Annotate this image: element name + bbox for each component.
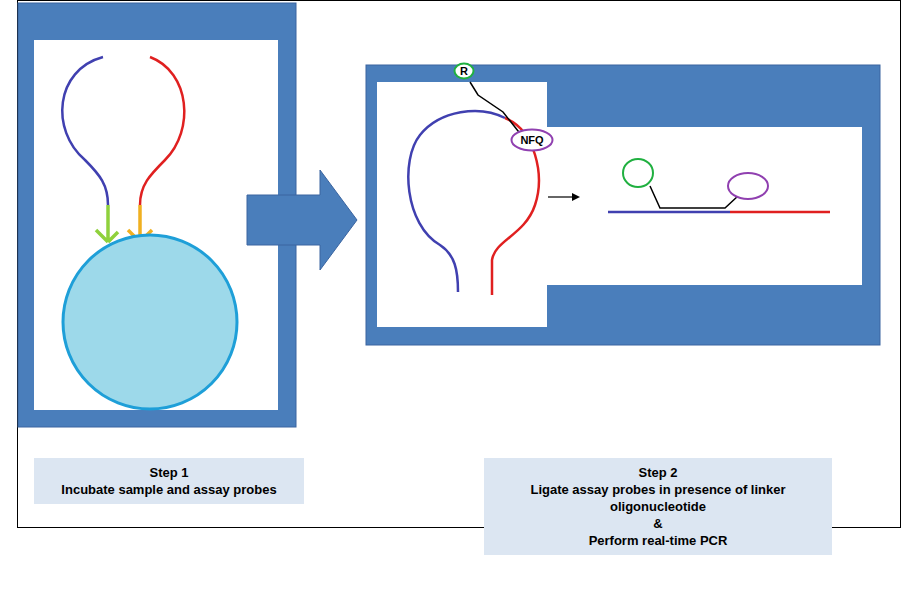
reporter-dye: R (453, 62, 475, 80)
quencher: NFQ (510, 128, 554, 152)
panel (366, 65, 880, 345)
body-text: Ligate assay probes in presence of linke… (494, 481, 822, 515)
heading: R (460, 65, 468, 77)
step-caption-box: Step 1Incubate sample and assay probes (34, 458, 304, 504)
body-text: Perform real-time PCR (494, 532, 822, 549)
antibody (96, 225, 118, 242)
step-arrow (247, 170, 357, 270)
panel-inner (34, 40, 278, 410)
heading: Step 1 (44, 464, 294, 481)
outer-frame (18, 1, 901, 528)
small-arrow (572, 193, 580, 201)
heading: Step 2 (494, 464, 822, 481)
cleaved-probe (650, 186, 738, 208)
reporter-circle (623, 159, 653, 187)
probe-strand (62, 57, 108, 205)
linear-red (730, 211, 830, 214)
body-text: & (494, 515, 822, 532)
quencher-ellipse (728, 173, 768, 199)
panel-inner (540, 127, 862, 285)
target-protein (63, 235, 237, 409)
ligated-blue (408, 111, 505, 292)
body-text: Incubate sample and assay probes (44, 481, 294, 498)
linear-blue (608, 211, 730, 214)
probe-strand (140, 57, 184, 205)
panel-inner (377, 82, 547, 327)
step-caption-box: Step 2Ligate assay probes in presence of… (484, 458, 832, 555)
taqman-probe (470, 82, 522, 136)
heading: NFQ (520, 134, 543, 146)
